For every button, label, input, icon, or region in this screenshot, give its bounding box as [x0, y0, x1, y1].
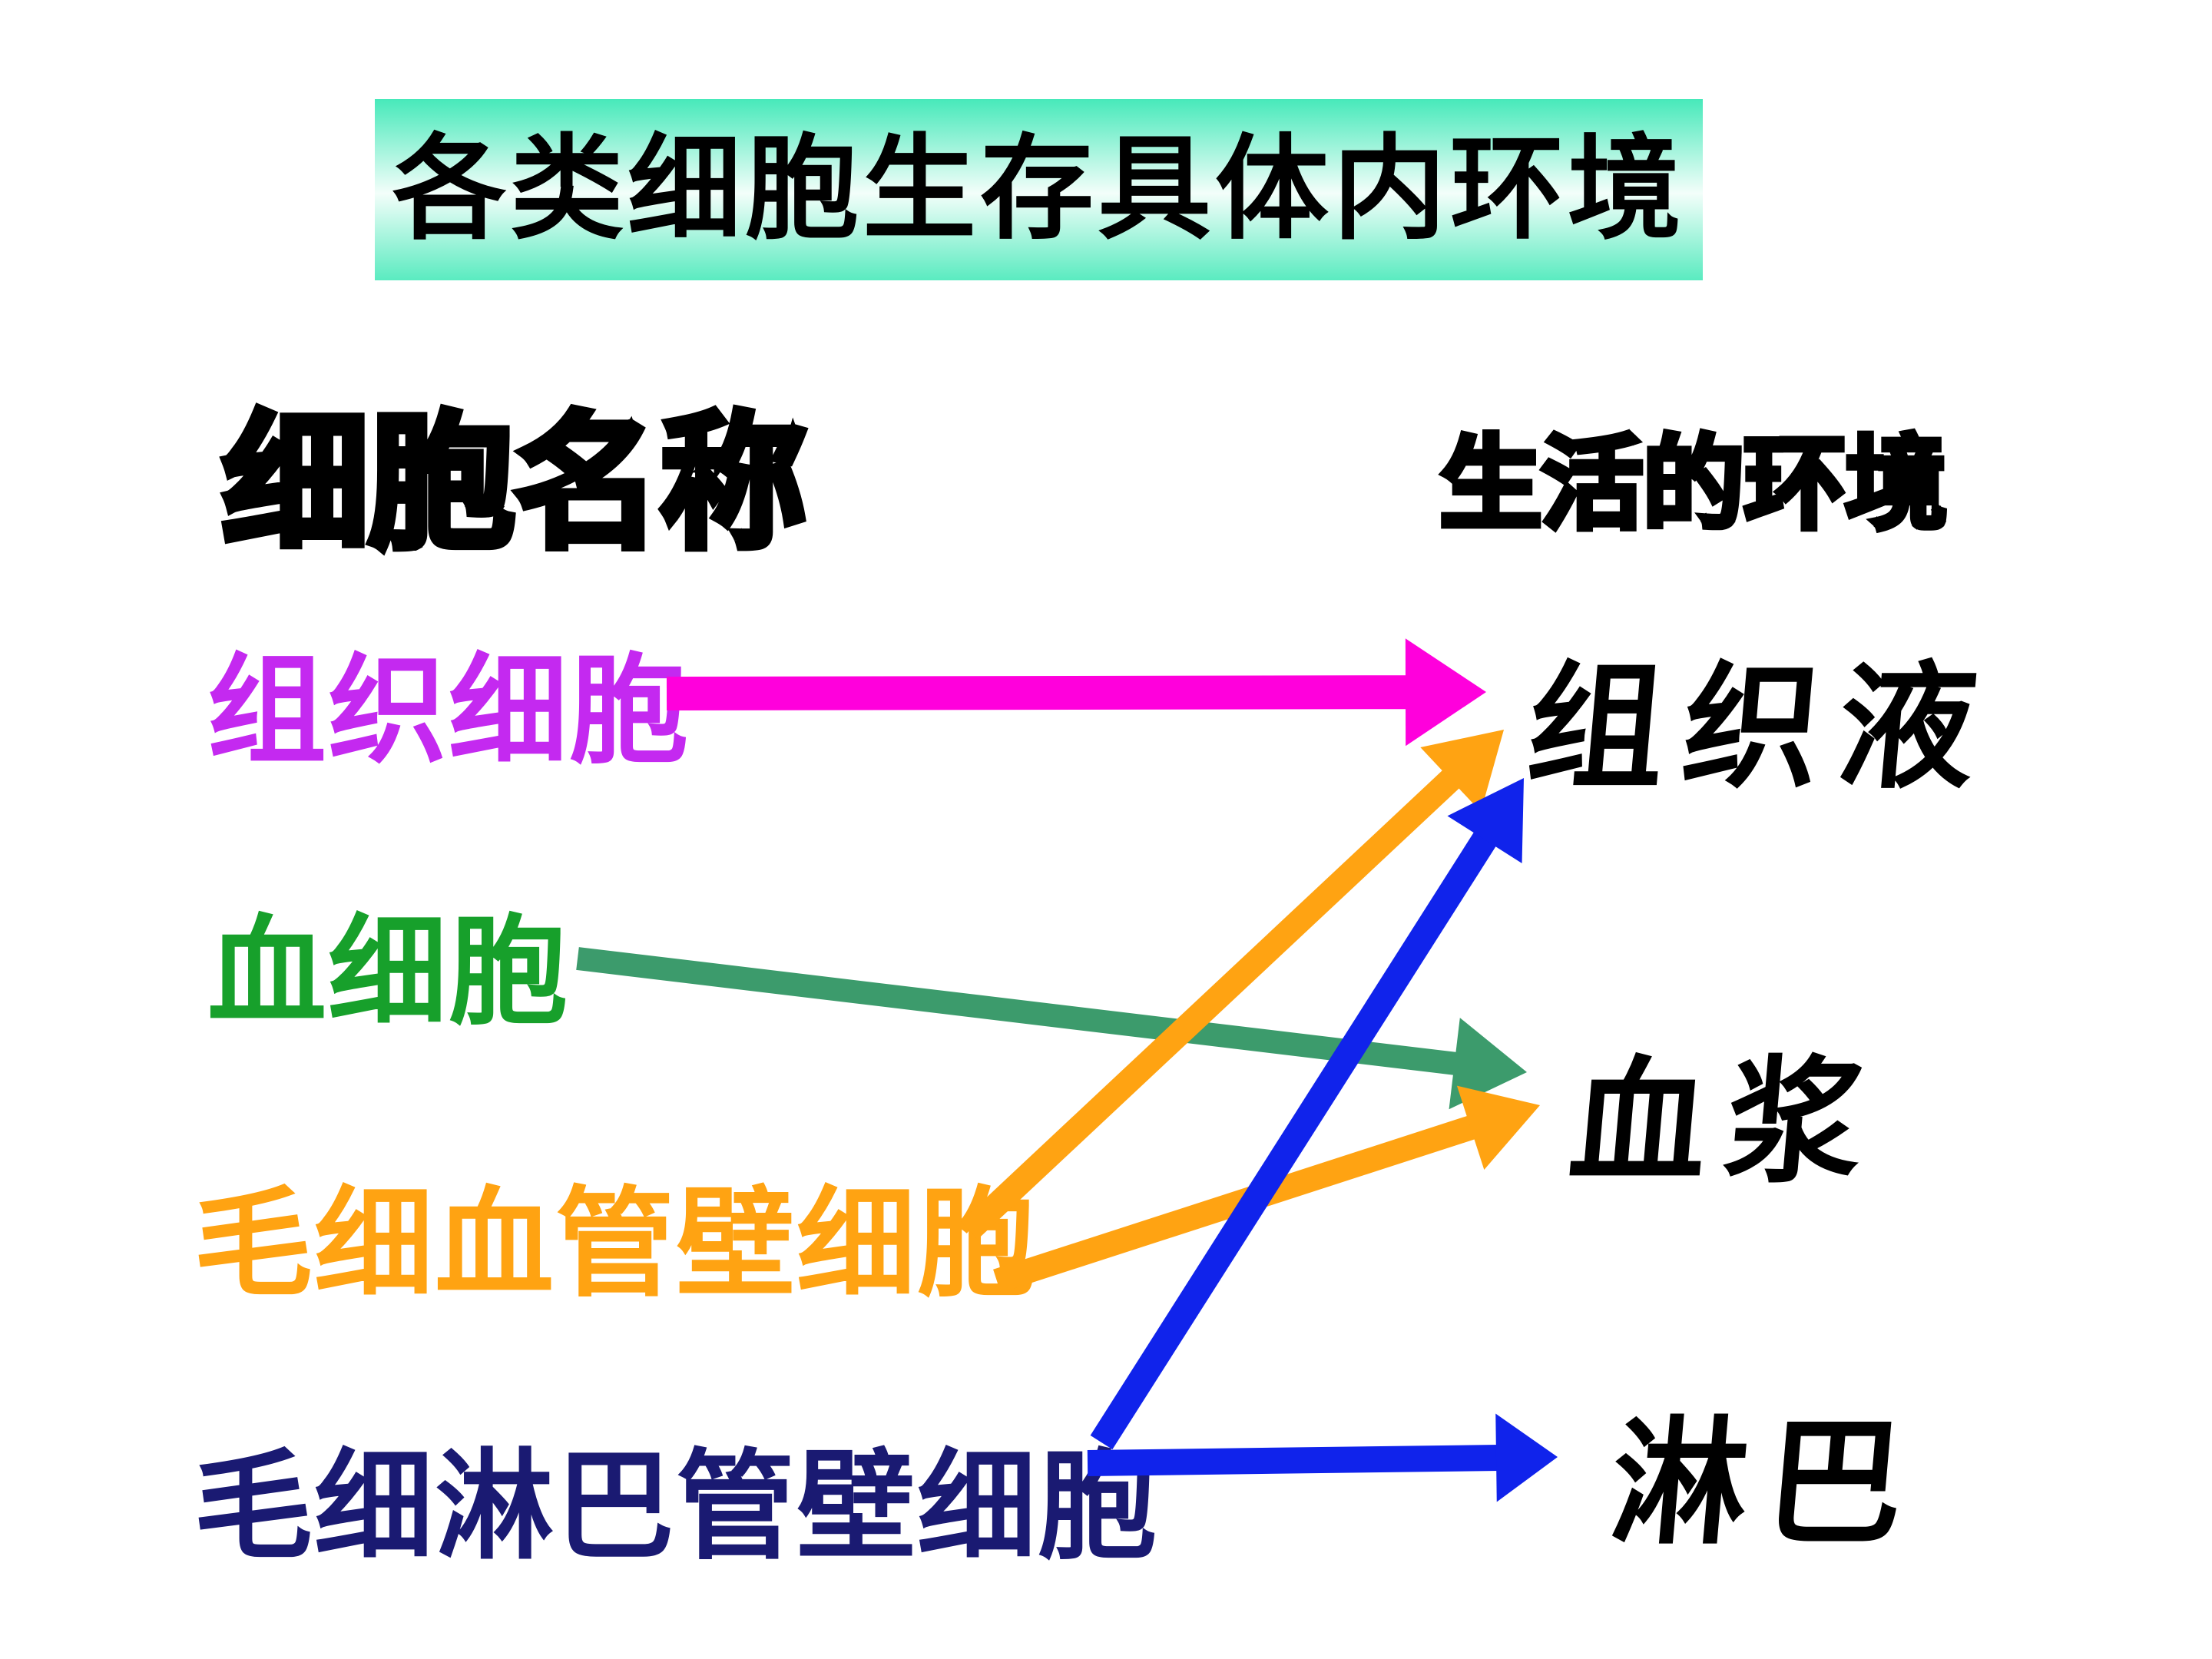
environment-label-lymph: 淋巴	[1604, 1402, 1929, 1563]
environment-label-tissue-fluid: 组织液	[1521, 647, 2002, 807]
arrow-毛细血管壁细胞-to-血浆	[993, 1085, 1540, 1293]
column-header-living-environment: 生活的环境	[1437, 428, 1950, 541]
cell-label-tissue-cells: 组织细胞	[207, 644, 690, 777]
title-banner: 各类细胞生存具体内环境	[375, 99, 1703, 280]
column-header-cell-names: 细胞名称	[219, 402, 810, 565]
arrow-血细胞-to-血浆	[576, 947, 1527, 1110]
arrow-毛细血管壁细胞-to-组织液	[961, 730, 1504, 1240]
cell-label-blood-cells: 血细胞	[207, 906, 569, 1038]
arrow-组织细胞-to-组织液	[666, 638, 1486, 747]
cell-label-lymphatic-capillary-wall-cells: 毛细淋巴管壁细胞	[194, 1440, 1158, 1573]
slide-title: 各类细胞生存具体内环境	[392, 126, 1685, 253]
environment-label-blood-plasma: 血浆	[1563, 1041, 1889, 1202]
cell-label-capillary-wall-cells: 毛细血管壁细胞	[194, 1177, 1038, 1310]
arrow-毛细淋巴管壁细胞-to-组织液	[1090, 778, 1524, 1450]
